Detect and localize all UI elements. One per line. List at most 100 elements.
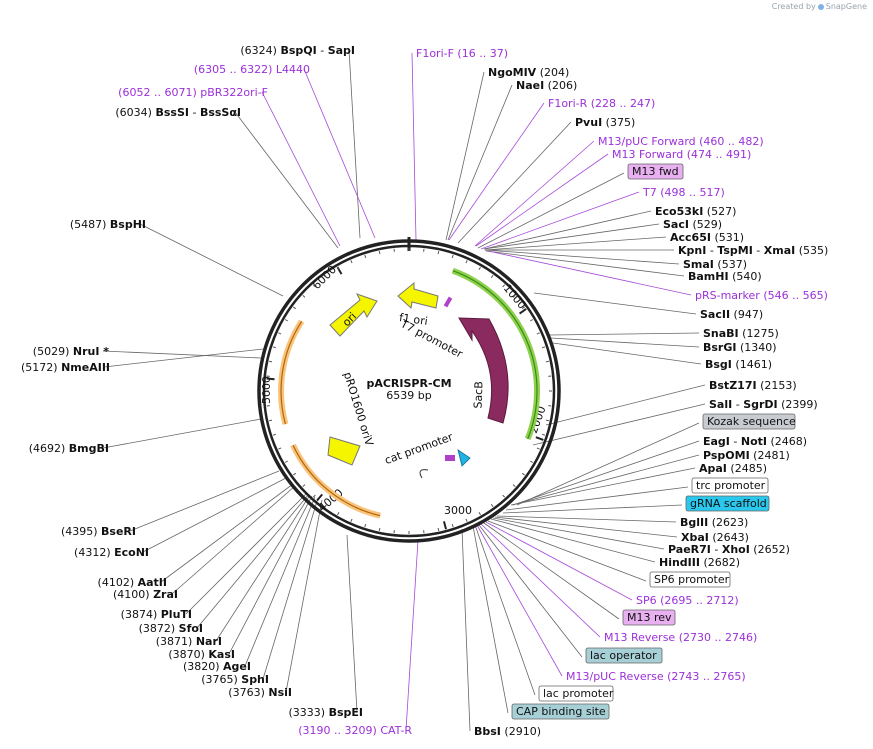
primer-label: F1ori-F (16 .. 37) [416, 47, 508, 60]
f1-ori-label: f1 ori [398, 311, 428, 328]
enzyme-site-label: HindIII (2682) [659, 556, 740, 569]
enzyme-site-label: BbsI (2910) [474, 725, 541, 738]
minor-tick [278, 447, 282, 450]
feature-label-box[interactable] [649, 571, 731, 588]
leader-line [484, 236, 667, 251]
primer-label: M13 Reverse (2730 .. 2746) [604, 631, 757, 644]
minor-tick [478, 511, 481, 516]
minor-tick [512, 484, 516, 488]
feature-label-box[interactable] [627, 163, 684, 180]
minor-tick [293, 472, 297, 476]
enzyme-site-label: BsrGI (1340) [703, 341, 777, 354]
feature-label: M13 fwd [632, 165, 679, 178]
minor-tick [536, 332, 540, 335]
minor-tick [545, 360, 549, 363]
leader-line [511, 454, 700, 506]
tick-mark [266, 377, 275, 381]
minor-tick [545, 419, 549, 422]
feature-label-box[interactable] [622, 609, 676, 626]
highlight-arc-green-line [452, 270, 538, 440]
feature-label: lac operator [590, 649, 657, 662]
feature-label: Kozak sequence [707, 415, 796, 428]
leader-line [475, 153, 609, 247]
pro1600-oriv-arrow[interactable] [327, 436, 361, 466]
enzyme-site-label: Eco53kI (527) [655, 205, 736, 218]
minor-tick [536, 447, 540, 450]
sacb-arrow[interactable] [458, 317, 509, 424]
minor-tick [364, 254, 367, 259]
tick-mark [535, 436, 544, 441]
tick-mark [316, 493, 323, 502]
leader-line [129, 470, 280, 532]
feature-label-box[interactable] [511, 703, 610, 720]
leader-line [510, 467, 696, 506]
minor-tick [350, 260, 353, 264]
enzyme-site-label: (5172) NmeAIII [21, 361, 110, 374]
leader-line [478, 524, 583, 658]
minor-tick [293, 306, 297, 310]
feature-label-box[interactable] [691, 477, 769, 494]
leader-line [512, 440, 700, 506]
ori-arrow[interactable] [329, 293, 378, 337]
primer-label: M13/pUC Reverse (2743 .. 2765) [566, 670, 746, 683]
enzyme-site-label: BglII (2623) [680, 516, 748, 529]
minor-tick [272, 433, 277, 436]
enzyme-site-label: (3765) SphI [201, 673, 269, 686]
minor-tick [350, 518, 353, 522]
minor-tick [541, 346, 546, 349]
leader-line [445, 71, 485, 241]
enzyme-site-label: (3872) SfoI [139, 622, 203, 635]
feature-label: trc promoter [696, 479, 766, 492]
enzyme-site-label: NaeI (206) [516, 79, 577, 92]
primer-glyph-top [443, 296, 453, 308]
leader-line [483, 522, 620, 620]
leader-line [234, 111, 339, 249]
feature-label-box[interactable] [702, 413, 796, 430]
minor-tick [502, 284, 506, 288]
site-labels: (6324) BspQI - SapI(6305 .. 6322) L4440(… [21, 44, 828, 738]
enzyme-site-label: (6034) BssSI - BssSαI [115, 106, 241, 119]
leader-line [262, 497, 319, 680]
minor-tick [490, 275, 494, 279]
highlight-arc-orange-2-line [280, 320, 303, 425]
primer-label: F1ori-R (228 .. 247) [548, 97, 655, 110]
minor-tick [312, 494, 316, 498]
enzyme-site-label: SalI - SgrDI (2399) [709, 398, 818, 411]
leader-line [516, 422, 700, 506]
plasmid-size: 6539 bp [386, 389, 431, 402]
leader-line [476, 524, 563, 677]
minor-tick [437, 527, 440, 531]
credit-prefix: Created by [771, 2, 816, 11]
feature-label-box[interactable] [685, 495, 770, 512]
leader-line [477, 172, 625, 249]
feature-label-box[interactable] [538, 685, 614, 702]
minor-tick [324, 275, 328, 279]
enzyme-site-label: (4692) BmgBI [29, 442, 109, 455]
grna-scaffold-arrow[interactable] [457, 449, 471, 467]
leader-line [228, 495, 313, 655]
enzyme-site-label: PaeR7I - XhoI (2652) [668, 543, 790, 556]
feature-label: CAP binding site [516, 705, 606, 718]
leader-line [461, 528, 471, 732]
cat-promoter-label: cat promoter [383, 430, 455, 467]
leader-line [346, 534, 358, 713]
leader-line [411, 52, 417, 241]
enzyme-site-label: (6324) BspQI - SapI [240, 44, 355, 57]
enzyme-site-label: (5029) NruI * [33, 345, 109, 358]
primer-label: M13/pUC Forward (460 .. 482) [598, 135, 764, 148]
feature-label-box[interactable] [585, 647, 663, 664]
leader-line [484, 249, 680, 265]
enzyme-site-label: (3870) KasI [168, 648, 235, 661]
primer-label: (6052 .. 6071) pBR322ori-F [118, 86, 268, 99]
leader-line [102, 418, 262, 449]
f1-ori-arrow[interactable] [397, 281, 439, 309]
leader-line [496, 515, 677, 523]
promoter-glyph [419, 469, 429, 479]
leader-line [196, 493, 310, 629]
primer-label: SP6 (2695 .. 2712) [636, 594, 739, 607]
leader-line [483, 223, 660, 250]
leader-line [472, 525, 509, 714]
enzyme-site-label: BsgI (1461) [705, 358, 772, 371]
